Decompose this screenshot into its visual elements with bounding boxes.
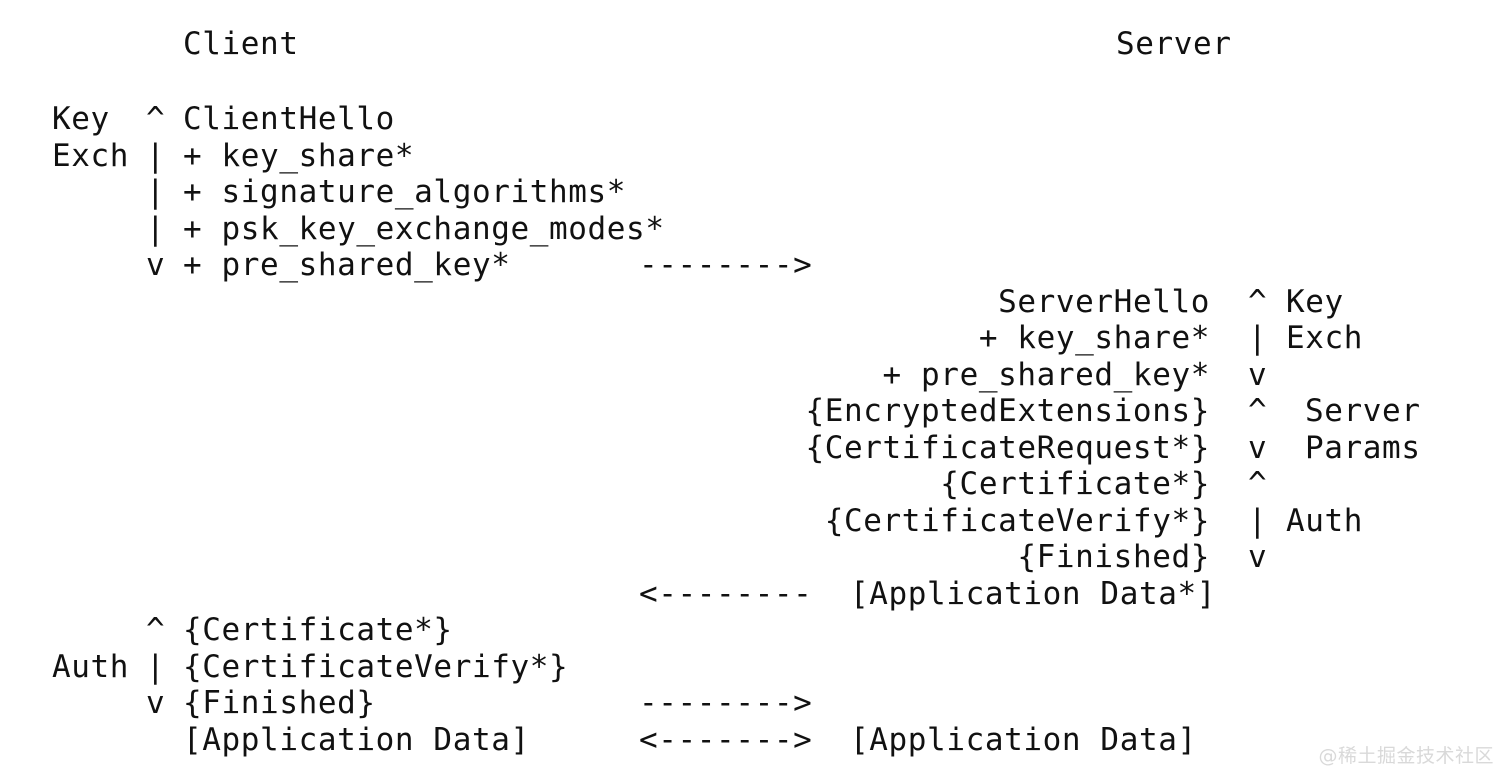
arrow-client-to-server-1: --------> [639,247,813,283]
client-rail-icon: | [146,137,166,174]
arrow-bidirectional: <-------> [639,721,813,758]
server-rail-down-icon: v [1248,429,1268,466]
server-rail-icon: | [1248,502,1268,539]
server-phase-server: Server [1305,393,1421,429]
server-phase-key: Key [1286,283,1344,320]
message-signature-algorithms: + signature_algorithms* [183,174,627,210]
message-pre-shared-key-server: + pre_shared_key* [882,356,1210,393]
message-certificate-request: {CertificateRequest*} [805,429,1210,466]
message-certificate-verify-client: {CertificateVerify*} [183,648,569,685]
message-certificate-verify-server: {CertificateVerify*} [824,502,1210,539]
client-phase-exch: Exch [52,137,130,174]
message-psk-key-exchange-modes: + psk_key_exchange_modes* [183,210,665,247]
client-rail-down-icon: v [146,685,166,721]
message-certificate-client: {Certificate*} [183,612,453,648]
arrow-client-to-server-2: --------> [639,685,813,721]
message-application-data-server: [Application Data] [850,721,1197,758]
server-rail-up-icon: ^ [1248,393,1268,429]
client-column-header: Client [183,26,299,62]
message-key-share-server: + key_share* [978,320,1210,356]
message-certificate-server: {Certificate*} [940,466,1210,502]
client-rail-up-icon: ^ [146,612,166,648]
client-rail-icon: | [146,648,166,685]
message-finished-server: {Finished} [1017,539,1210,575]
client-rail-icon: | [146,174,166,210]
message-key-share-client: + key_share* [183,137,415,174]
server-phase-exch: Exch [1286,320,1364,356]
message-pre-shared-key-client: + pre_shared_key* [183,247,511,283]
server-column-header: Server [1116,26,1232,62]
client-phase-key: Key [52,101,110,137]
watermark: @稀土掘金技术社区 [1318,745,1494,767]
server-phase-params: Params [1305,429,1421,466]
client-rail-up-icon: ^ [146,101,166,137]
server-rail-up-icon: ^ [1248,283,1268,320]
server-rail-down-icon: v [1248,356,1268,393]
server-rail-up-icon: ^ [1248,466,1268,502]
arrow-server-to-client-1: <-------- [639,575,813,612]
server-phase-auth: Auth [1286,502,1364,539]
message-client-hello: ClientHello [183,101,395,137]
server-rail-down-icon: v [1248,539,1268,575]
client-phase-auth: Auth [52,648,130,685]
message-application-data-early: [Application Data*] [850,575,1217,612]
message-encrypted-extensions: {EncryptedExtensions} [805,393,1210,429]
server-rail-icon: | [1248,320,1268,356]
message-application-data-client: [Application Data] [183,721,530,758]
message-finished-client: {Finished} [183,685,376,721]
client-rail-down-icon: v [146,247,166,283]
client-rail-icon: | [146,210,166,247]
message-server-hello: ServerHello [998,283,1210,320]
